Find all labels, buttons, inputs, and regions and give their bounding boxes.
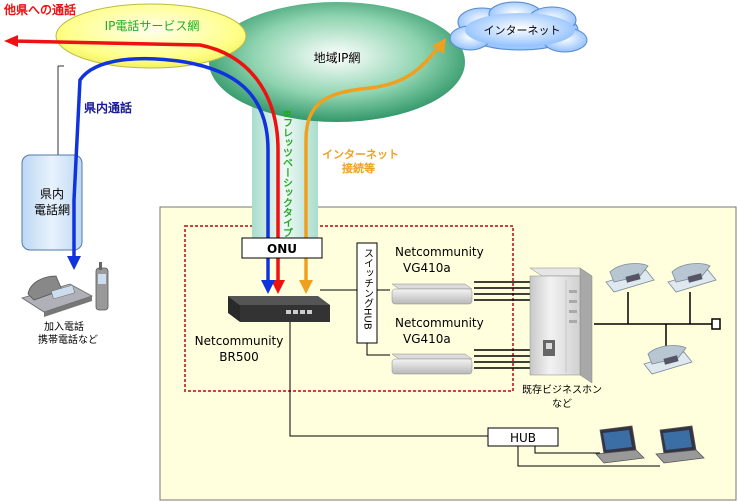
br500-label-1: Netcommunity bbox=[195, 334, 284, 348]
orange-route-arrowhead-cloud bbox=[432, 38, 446, 54]
hub-box bbox=[487, 427, 559, 447]
orange-internet-route bbox=[304, 46, 440, 282]
internet-label: インターネット bbox=[484, 24, 561, 37]
internet-connection-label-1: インターネット bbox=[322, 148, 399, 161]
vg-to-pbx-lines bbox=[474, 281, 530, 369]
vg410a-bottom-device bbox=[391, 353, 473, 375]
hub-label: HUB bbox=[510, 431, 536, 445]
orange-route-arrowhead-br500 bbox=[299, 280, 313, 294]
phones-label-2: 携帯電話など bbox=[38, 333, 98, 346]
br500-to-hub-link bbox=[289, 322, 488, 437]
red-call-route bbox=[11, 39, 280, 282]
br500-router bbox=[228, 296, 330, 322]
hub-to-pc-links bbox=[517, 446, 660, 467]
business-phone-1 bbox=[605, 263, 655, 293]
regional-ip-network-label: 地域IP網 bbox=[314, 51, 361, 65]
business-phone-2 bbox=[667, 263, 717, 293]
blue-call-route bbox=[72, 56, 270, 282]
vg410a-bottom-label-1: Netcommunity bbox=[395, 316, 484, 330]
pref-phone-network-label-1: 県内 bbox=[40, 187, 64, 201]
home-phone bbox=[21, 275, 93, 317]
onu-box bbox=[241, 237, 323, 259]
switching-hub-label: スイッチングHUB bbox=[362, 248, 374, 330]
internet-cloud bbox=[449, 1, 588, 53]
bflets-label: Bフレッツベーシックタイプ bbox=[281, 110, 293, 238]
br500-label-2: BR500 bbox=[219, 350, 258, 364]
vg410a-bottom-label-2: VG410a bbox=[403, 332, 451, 346]
in-pref-call-label: 県内通話 bbox=[84, 100, 132, 115]
business-phone-3 bbox=[643, 345, 693, 375]
other-pref-call-label: 他県への通話 bbox=[3, 2, 76, 17]
blue-route-arrowhead-phone bbox=[67, 256, 81, 270]
vg410a-top-label-2: VG410a bbox=[403, 261, 451, 275]
red-route-arrowhead-down bbox=[271, 280, 285, 294]
vg410a-top-label-1: Netcommunity bbox=[395, 245, 484, 259]
blue-route-arrowhead-br500 bbox=[261, 280, 275, 294]
pref-phone-network-label-2: 電話網 bbox=[34, 202, 70, 217]
mobile-phone bbox=[95, 262, 109, 311]
pbx-cabinet bbox=[529, 267, 593, 384]
phone-bus-terminator bbox=[711, 318, 721, 330]
regional-ip-network-ellipse bbox=[209, 2, 465, 122]
switch-to-vg-bottom-link bbox=[366, 343, 390, 356]
ip-phone-network-ellipse bbox=[55, 3, 247, 69]
dashed-office-boundary bbox=[184, 225, 514, 392]
pbx-label-1: 既存ビジネスホン bbox=[522, 383, 602, 396]
red-route-arrowhead-left bbox=[4, 35, 18, 47]
vg410a-top-device bbox=[391, 283, 473, 305]
pbx-label-2: など bbox=[552, 398, 572, 410]
onu-label: ONU bbox=[267, 242, 297, 256]
internet-connection-label-2: 接続等 bbox=[342, 161, 375, 175]
pref-phone-network-box bbox=[21, 154, 83, 251]
laptop-2 bbox=[655, 425, 705, 464]
business-phone-bus bbox=[594, 292, 712, 348]
laptop-1 bbox=[595, 425, 645, 464]
ip-phone-network-label: IP電話サービス網 bbox=[105, 18, 200, 33]
phones-label-1: 加入電話 bbox=[44, 320, 84, 333]
